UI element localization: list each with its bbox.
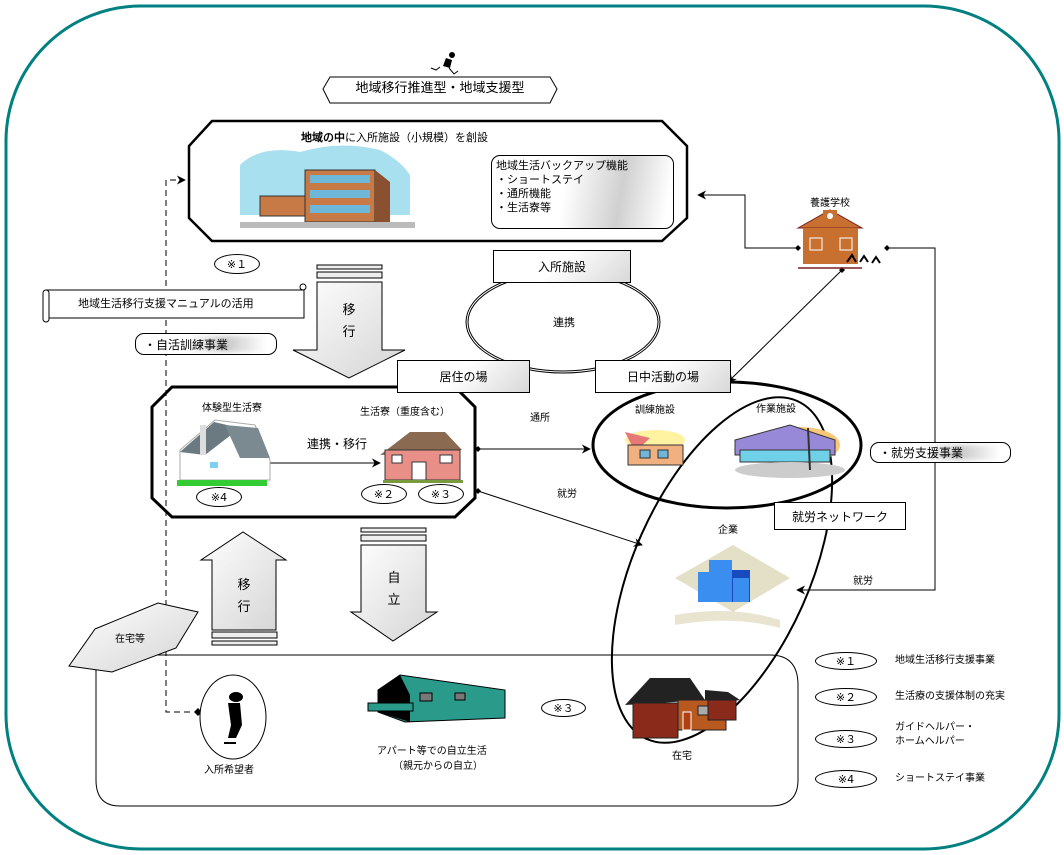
apartment-label-2: （親元からの自立） bbox=[393, 761, 483, 772]
legend-item: ※３ ガイドヘルパー・ ホームヘルパー bbox=[815, 722, 1055, 758]
heading-bold: 地域の中 bbox=[301, 131, 345, 144]
legend-mark: ※２ bbox=[815, 688, 877, 706]
arrow-text-up: 移行 bbox=[234, 575, 254, 619]
dashed-link bbox=[165, 175, 190, 713]
legend-text: 生活療の支援体制の充実 bbox=[895, 691, 1005, 702]
company-label: 企業 bbox=[718, 525, 738, 536]
facility-building-icon bbox=[240, 145, 415, 228]
school-icon bbox=[796, 209, 881, 269]
vertical-char: 移 bbox=[342, 303, 356, 318]
note-mark-3-bottom: ※３ bbox=[541, 699, 586, 717]
note-mark-3: ※３ bbox=[418, 484, 464, 504]
applicant-label: 入所希望者 bbox=[204, 765, 254, 776]
transition-arrow-up bbox=[199, 531, 288, 646]
legend-item: ※２ 生活療の支援体制の充実 bbox=[815, 688, 1055, 708]
legend-mark: ※１ bbox=[815, 652, 877, 670]
trial-home-icon bbox=[177, 419, 271, 486]
self-training-text: ・自活訓練事業 bbox=[144, 337, 229, 352]
school-to-day-activity-arrow bbox=[727, 267, 845, 383]
callout-employment-network: 就労ネットワーク bbox=[774, 502, 906, 530]
legend-mark: ※３ bbox=[815, 730, 877, 748]
school-label: 養護学校 bbox=[810, 198, 850, 209]
employment-support-text: ・就労支援事業 bbox=[879, 446, 964, 460]
training-facility-label: 訓練施設 bbox=[635, 405, 675, 416]
trial-home-label: 体験型生活寮 bbox=[202, 403, 262, 414]
note-mark-1: ※１ bbox=[214, 254, 260, 274]
legend: ※１ 地域生活移行支援事業 ※２ 生活療の支援体制の充実 ※３ ガイドヘルパー・… bbox=[815, 650, 1055, 800]
apartment-icon bbox=[367, 674, 506, 723]
home-etc-shape bbox=[68, 602, 199, 673]
legend-item: ※１ 地域生活移行支援事業 bbox=[815, 652, 1055, 672]
note-mark-2: ※２ bbox=[361, 484, 407, 504]
backup-function-box: 地域生活バックアップ機能 ・ショートステイ ・通所機能 ・生活寮等 bbox=[491, 155, 674, 229]
title-frame bbox=[322, 76, 558, 104]
vertical-char: 行 bbox=[342, 325, 356, 340]
top-facility-heading: 地域の中に入所施設（小規模）を創設 bbox=[301, 131, 488, 145]
employment-arrow bbox=[475, 488, 643, 547]
note-mark-4: ※4 bbox=[196, 487, 242, 507]
backup-item: ・生活寮等 bbox=[496, 201, 551, 214]
legend-text: ガイドヘルパー・ bbox=[895, 722, 975, 733]
cooperation-center-label: 連携 bbox=[553, 316, 575, 329]
legend-mark: ※4 bbox=[815, 770, 877, 788]
company-icon bbox=[675, 545, 790, 628]
community-region bbox=[95, 654, 799, 807]
vertical-char: 移 bbox=[237, 578, 251, 593]
group-home-icon bbox=[380, 432, 463, 483]
runner-icon bbox=[430, 52, 459, 75]
group-home-label: 生活寮（重度含む） bbox=[360, 407, 450, 418]
backup-title: 地域生活バックアップ機能 bbox=[496, 159, 628, 172]
legend-text: ショートステイ事業 bbox=[895, 773, 985, 784]
link-transition-label: 連携・移行 bbox=[307, 437, 368, 451]
school-to-company-arrow bbox=[796, 245, 936, 595]
outer-frame bbox=[4, 4, 1061, 851]
legend-text: ホームヘルパー bbox=[895, 736, 965, 747]
self-training-pill: ・自活訓練事業 bbox=[135, 333, 277, 355]
employment-label-left: 就労 bbox=[557, 489, 577, 500]
manual-banner-text: 地域生活移行支援マニュアルの活用 bbox=[78, 297, 254, 310]
applicant-figure-icon bbox=[224, 692, 243, 744]
heading-rest: に入所施設（小規模）を創設 bbox=[345, 131, 488, 144]
vertical-char: 自 bbox=[387, 571, 401, 586]
callout-residence: 居住の場 bbox=[397, 360, 530, 393]
manual-scroll bbox=[42, 283, 307, 323]
legend-item: ※4 ショートステイ事業 bbox=[815, 770, 1055, 790]
independence-arrow-down bbox=[349, 527, 439, 642]
backup-item: ・通所機能 bbox=[496, 187, 551, 200]
backup-item: ・ショートステイ bbox=[496, 173, 584, 186]
arrow-text-independence: 自立 bbox=[384, 568, 404, 612]
school-to-facility-arrow bbox=[697, 190, 801, 251]
work-facility-icon bbox=[734, 424, 845, 478]
home-etc-label: 在宅等 bbox=[115, 634, 145, 645]
employment-support-pill: ・就労支援事業 bbox=[870, 442, 1011, 463]
work-facility-label: 作業施設 bbox=[756, 404, 796, 415]
employment-label-right: 就労 bbox=[853, 576, 873, 587]
arrow-text-top: 移行 bbox=[339, 300, 359, 344]
transition-arrow-down-top bbox=[292, 264, 406, 379]
diagram-title: 地域移行推進型・地域支援型 bbox=[355, 81, 525, 96]
apartment-label-1: アパート等での自立生活 bbox=[377, 746, 487, 757]
vertical-char: 行 bbox=[237, 600, 251, 615]
home-icon bbox=[625, 678, 740, 739]
callout-admission-facility: 入所施設 bbox=[493, 250, 631, 283]
vertical-char: 立 bbox=[387, 593, 401, 608]
home-label: 在宅 bbox=[672, 751, 692, 762]
training-facility-icon bbox=[625, 430, 685, 466]
legend-text: 地域生活移行支援事業 bbox=[895, 655, 995, 666]
commute-label: 通所 bbox=[530, 413, 550, 424]
callout-day-activity: 日中活動の場 bbox=[595, 360, 731, 393]
